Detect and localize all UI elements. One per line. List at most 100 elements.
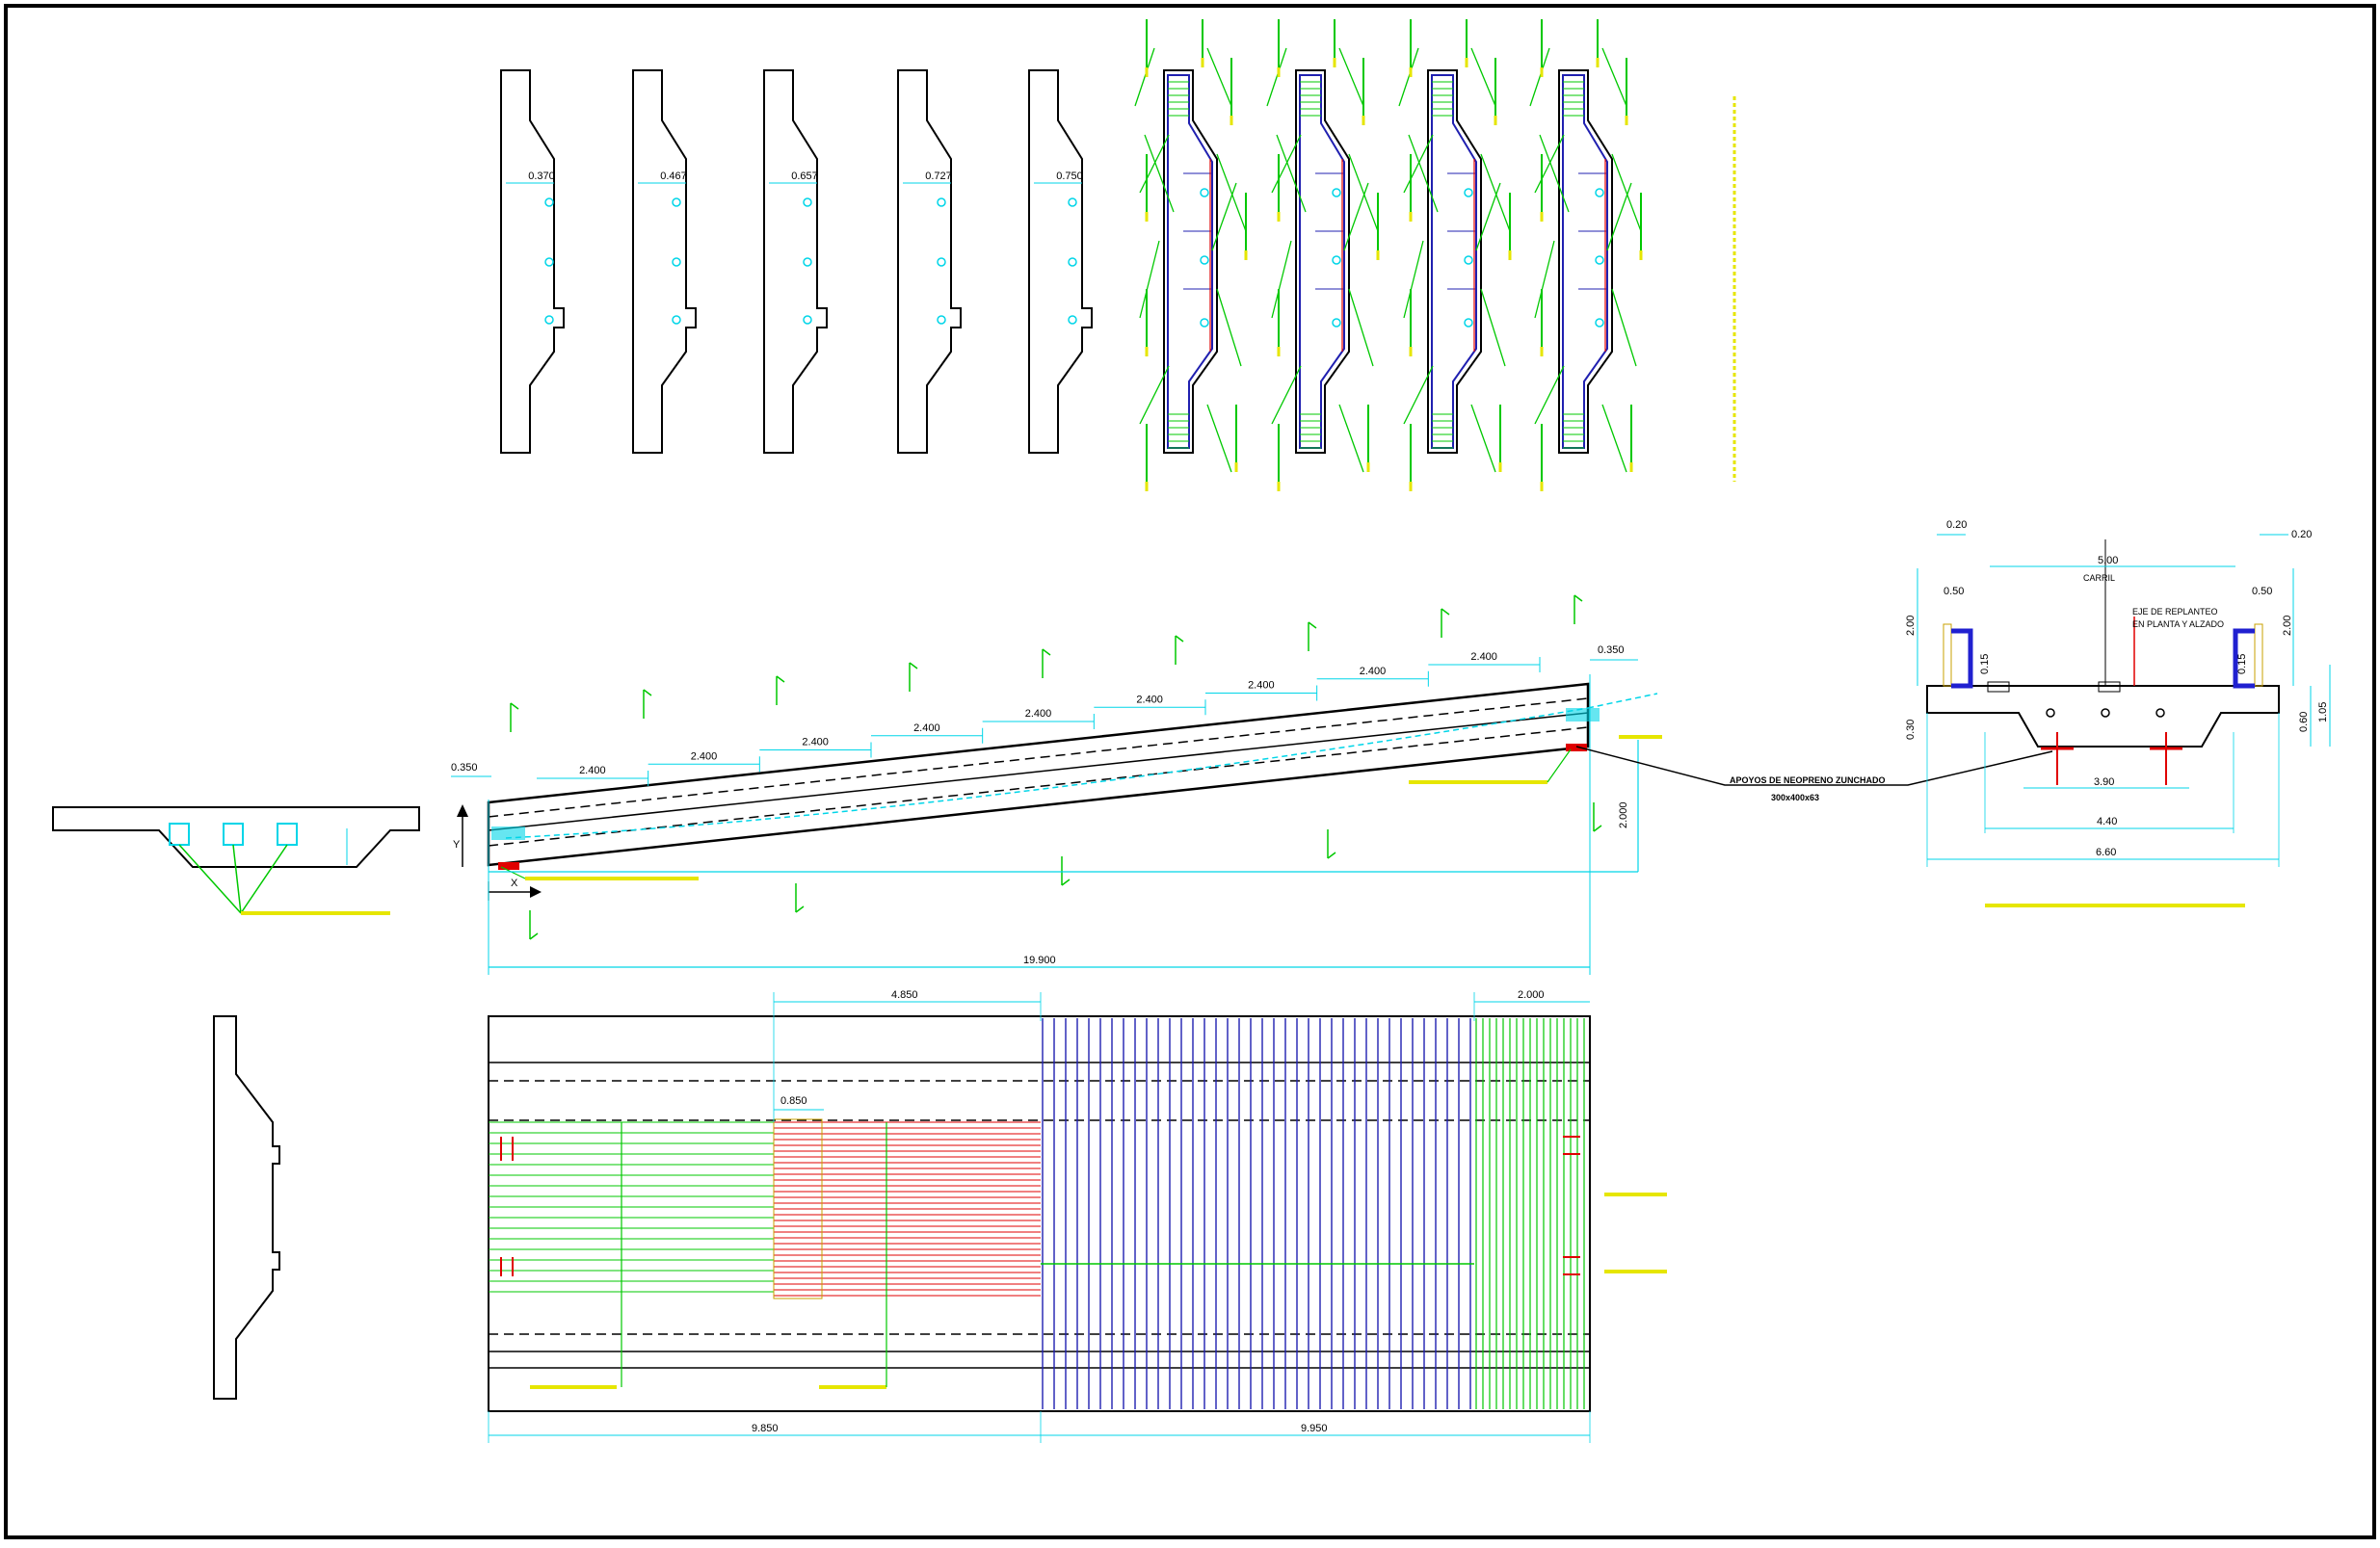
step-dim-label: 2.400 <box>1360 666 1387 677</box>
section-stirrup <box>1299 74 1345 449</box>
elev-top-flag <box>1441 608 1450 616</box>
section-bar-mark <box>544 197 554 207</box>
section-label: 0.727 <box>925 171 952 182</box>
rebar-leader <box>1539 134 1570 213</box>
rebar-leader <box>1470 404 1496 473</box>
small-dim-left: 0.15 <box>1979 654 1991 674</box>
small-cross-section <box>52 806 420 915</box>
rebar-leader <box>1408 134 1439 213</box>
section-bar-mark <box>1068 315 1077 325</box>
plan-top-span: 4.850 <box>891 989 918 1001</box>
step-dim-label: 2.400 <box>579 765 606 776</box>
section-bar-mark <box>1332 188 1341 197</box>
section-bar-mark <box>1332 318 1341 328</box>
section-stirrup <box>1562 74 1608 449</box>
section-stirrup <box>1431 74 1477 449</box>
section-bar-mark <box>1595 255 1604 265</box>
section-bar-mark <box>803 315 812 325</box>
section-bar-mark <box>672 197 681 207</box>
side-a: 0.60 <box>2298 712 2310 732</box>
elev-top-flag <box>776 675 785 683</box>
section-bar-mark <box>1200 318 1209 328</box>
section-label: 0.467 <box>660 171 687 182</box>
section-bar-mark <box>672 315 681 325</box>
edge-offset-left: 0.50 <box>1944 586 1964 597</box>
step-dim-label: 2.400 <box>1025 708 1052 720</box>
reinforced-section <box>1163 69 1218 454</box>
section-bar-mark <box>1068 197 1077 207</box>
reinforced-section <box>1558 69 1613 454</box>
top-edge-right: 0.20 <box>2291 529 2312 540</box>
rebar-leader <box>1403 134 1434 194</box>
rebar-leader <box>1480 288 1506 367</box>
rebar-leader <box>1398 47 1419 107</box>
plan-red-overlap <box>773 1118 823 1299</box>
rebar-leader <box>1144 134 1175 213</box>
plain-section <box>500 69 565 454</box>
elev-top-flag <box>909 662 918 669</box>
carril-width: 5.00 <box>2098 555 2118 566</box>
section-bar-mark <box>1200 188 1209 197</box>
plan-blue-stirrups <box>1041 1018 1474 1409</box>
neoprene-note-line1: APOYOS DE NEOPRENO ZUNCHADO <box>1730 775 1886 785</box>
elev-top-flag <box>1175 635 1184 643</box>
elevation-height: 2.000 <box>1618 801 1629 828</box>
sheet-border <box>4 4 2376 1539</box>
rebar-leader <box>1139 134 1170 194</box>
rebar-leader <box>1338 47 1364 107</box>
section-bar-mark <box>937 315 946 325</box>
section-bar-mark <box>1464 318 1473 328</box>
section-bar-mark <box>1464 255 1473 265</box>
end-right-dim: 0.350 <box>1598 644 1625 656</box>
section-bar-mark <box>803 257 812 267</box>
road-cross-section: 5.00 CARRIL EJE DE REPLANTEO EN PLANTA Y… <box>1905 519 2331 907</box>
section-stirrup <box>1167 74 1213 449</box>
rebar-leader <box>1211 182 1237 251</box>
rebar-leader <box>1338 404 1364 473</box>
parapet-left: 2.00 <box>1905 616 1917 636</box>
beam-elevation: Y X 2.4002.4002.4002.4002.4002.4002.4002… <box>451 594 1662 975</box>
rebar-leader <box>1271 134 1302 194</box>
rebar-leader <box>1348 288 1374 367</box>
section-bar-mark <box>544 315 554 325</box>
bottom-width: 4.40 <box>2097 816 2117 827</box>
small-dim: 0.15 <box>2236 654 2248 674</box>
plan-bottom-left: 9.850 <box>752 1423 779 1434</box>
rebar-leader <box>1480 153 1511 232</box>
rebar-leader <box>1534 240 1555 319</box>
section-label: 0.657 <box>791 171 818 182</box>
rebar-leader <box>1134 47 1155 107</box>
step-dim-label: 2.400 <box>802 737 829 748</box>
rebar-leader <box>1601 47 1627 107</box>
rebar-leader <box>1475 182 1501 251</box>
plan-right-span: 2.000 <box>1518 989 1545 1001</box>
section-bar-mark <box>1068 257 1077 267</box>
plain-section <box>763 69 828 454</box>
plan-green-stirrups <box>1475 1018 1585 1409</box>
rebar-leader <box>1343 182 1369 251</box>
reinforced-section <box>1295 69 1350 454</box>
rebar-leader <box>1403 240 1424 319</box>
neoprene-note-line2: 300x400x63 <box>1771 793 1819 802</box>
elev-bottom-flag <box>1327 852 1336 859</box>
elev-bottom-flag <box>795 905 805 913</box>
section-bar-mark <box>1595 188 1604 197</box>
step-dim-label: 2.400 <box>691 750 718 762</box>
parapet-right: 2.00 <box>2282 616 2293 636</box>
axis-y-label: Y <box>453 839 461 851</box>
plain-section <box>632 69 697 454</box>
top-edge-left: 0.20 <box>1946 519 1967 531</box>
step-dim-label: 2.400 <box>1470 651 1497 663</box>
rebar-leader <box>1276 134 1307 213</box>
rebar-leader <box>1606 182 1632 251</box>
reinforced-sections-row <box>1134 19 1643 491</box>
rebar-leader <box>1470 47 1496 107</box>
step-dim-label: 2.400 <box>913 722 940 734</box>
rebar-leader <box>1611 288 1637 367</box>
section-bar-mark <box>937 197 946 207</box>
step-dim-label: 2.400 <box>1248 680 1275 692</box>
rebar-leader <box>1139 240 1160 319</box>
section-bar-mark <box>1464 188 1473 197</box>
